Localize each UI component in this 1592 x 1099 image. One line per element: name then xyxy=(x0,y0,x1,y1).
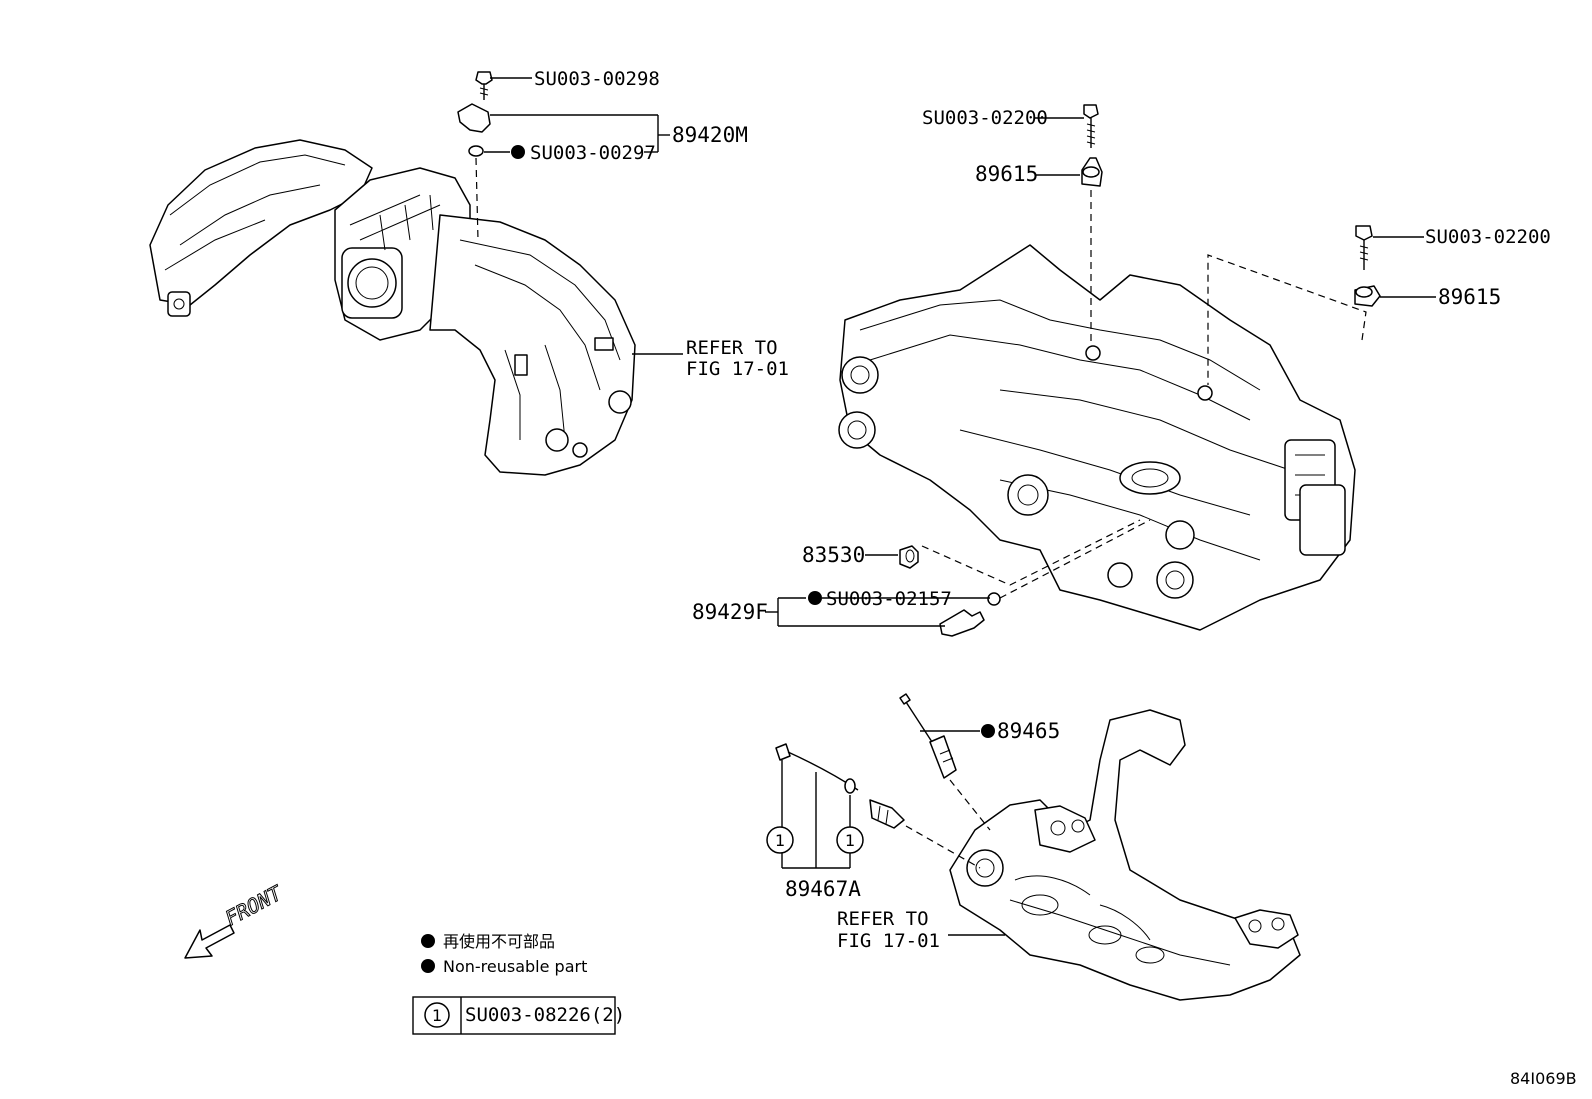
non-reusable-marker xyxy=(511,145,525,159)
label-refer-exhaust-line2: FIG 17-01 xyxy=(837,930,940,952)
callout-circle-1a xyxy=(766,826,794,854)
label-af-sensor: 89467A xyxy=(785,877,861,901)
label-knock-sensor-1: 89615 xyxy=(975,162,1038,186)
label-knock-bolt-2: SU003-02200 xyxy=(1425,226,1551,248)
knock-sensor-2-illustration xyxy=(1354,225,1381,307)
label-o2-sensor: 89465 xyxy=(997,719,1060,743)
oil-pressure-switch-illustration xyxy=(899,545,919,569)
front-label: FRONT xyxy=(221,880,287,930)
label-bolt-top: SU003-00298 xyxy=(534,68,660,90)
label-temp-sensor-assy: 89429F xyxy=(692,600,768,624)
legend-bullet-en xyxy=(421,959,435,973)
legend-en-text: Non-reusable part xyxy=(443,957,587,976)
legend-jp-text: 再使用不可部品 xyxy=(443,932,555,951)
label-oring-top: SU003-00297 xyxy=(530,142,656,164)
legend-box-part: SU003-08226(2) xyxy=(465,1004,625,1026)
af-sensor-illustration xyxy=(775,743,905,829)
engine-block-illustration xyxy=(838,244,1356,631)
intake-manifold-illustration xyxy=(149,139,636,476)
label-oil-pressure-switch: 83530 xyxy=(802,543,865,567)
non-reusable-marker xyxy=(808,591,822,605)
non-reusable-marker xyxy=(981,724,995,738)
legend-box-number: 1 xyxy=(432,1006,442,1025)
label-temp-gasket: SU003-02157 xyxy=(826,588,952,610)
knock-sensor-1-illustration xyxy=(1081,104,1103,345)
callout-circle-1b xyxy=(836,826,864,854)
map-sensor-illustration xyxy=(457,71,493,241)
temp-sensor-illustration xyxy=(939,592,1001,637)
legend-box: 1 SU003-08226(2) xyxy=(412,996,625,1035)
label-knock-bolt-1: SU003-02200 xyxy=(922,107,1048,129)
label-knock-sensor-2: 89615 xyxy=(1438,285,1501,309)
label-refer-manifold-line1: REFER TO xyxy=(686,337,778,359)
legend-bullet-jp xyxy=(421,934,435,948)
label-refer-exhaust-line1: REFER TO xyxy=(837,908,929,930)
label-refer-manifold-line2: FIG 17-01 xyxy=(686,358,789,380)
callout-number-1b: 1 xyxy=(845,831,855,850)
diagram-code: 84I069B xyxy=(1510,1069,1577,1088)
callout-number-1a: 1 xyxy=(775,831,785,850)
label-sensor-assy: 89420M xyxy=(672,123,748,147)
exhaust-manifold-illustration xyxy=(949,709,1301,1001)
front-arrow-icon: FRONT xyxy=(184,880,288,959)
o2-sensor-illustration xyxy=(899,693,957,779)
